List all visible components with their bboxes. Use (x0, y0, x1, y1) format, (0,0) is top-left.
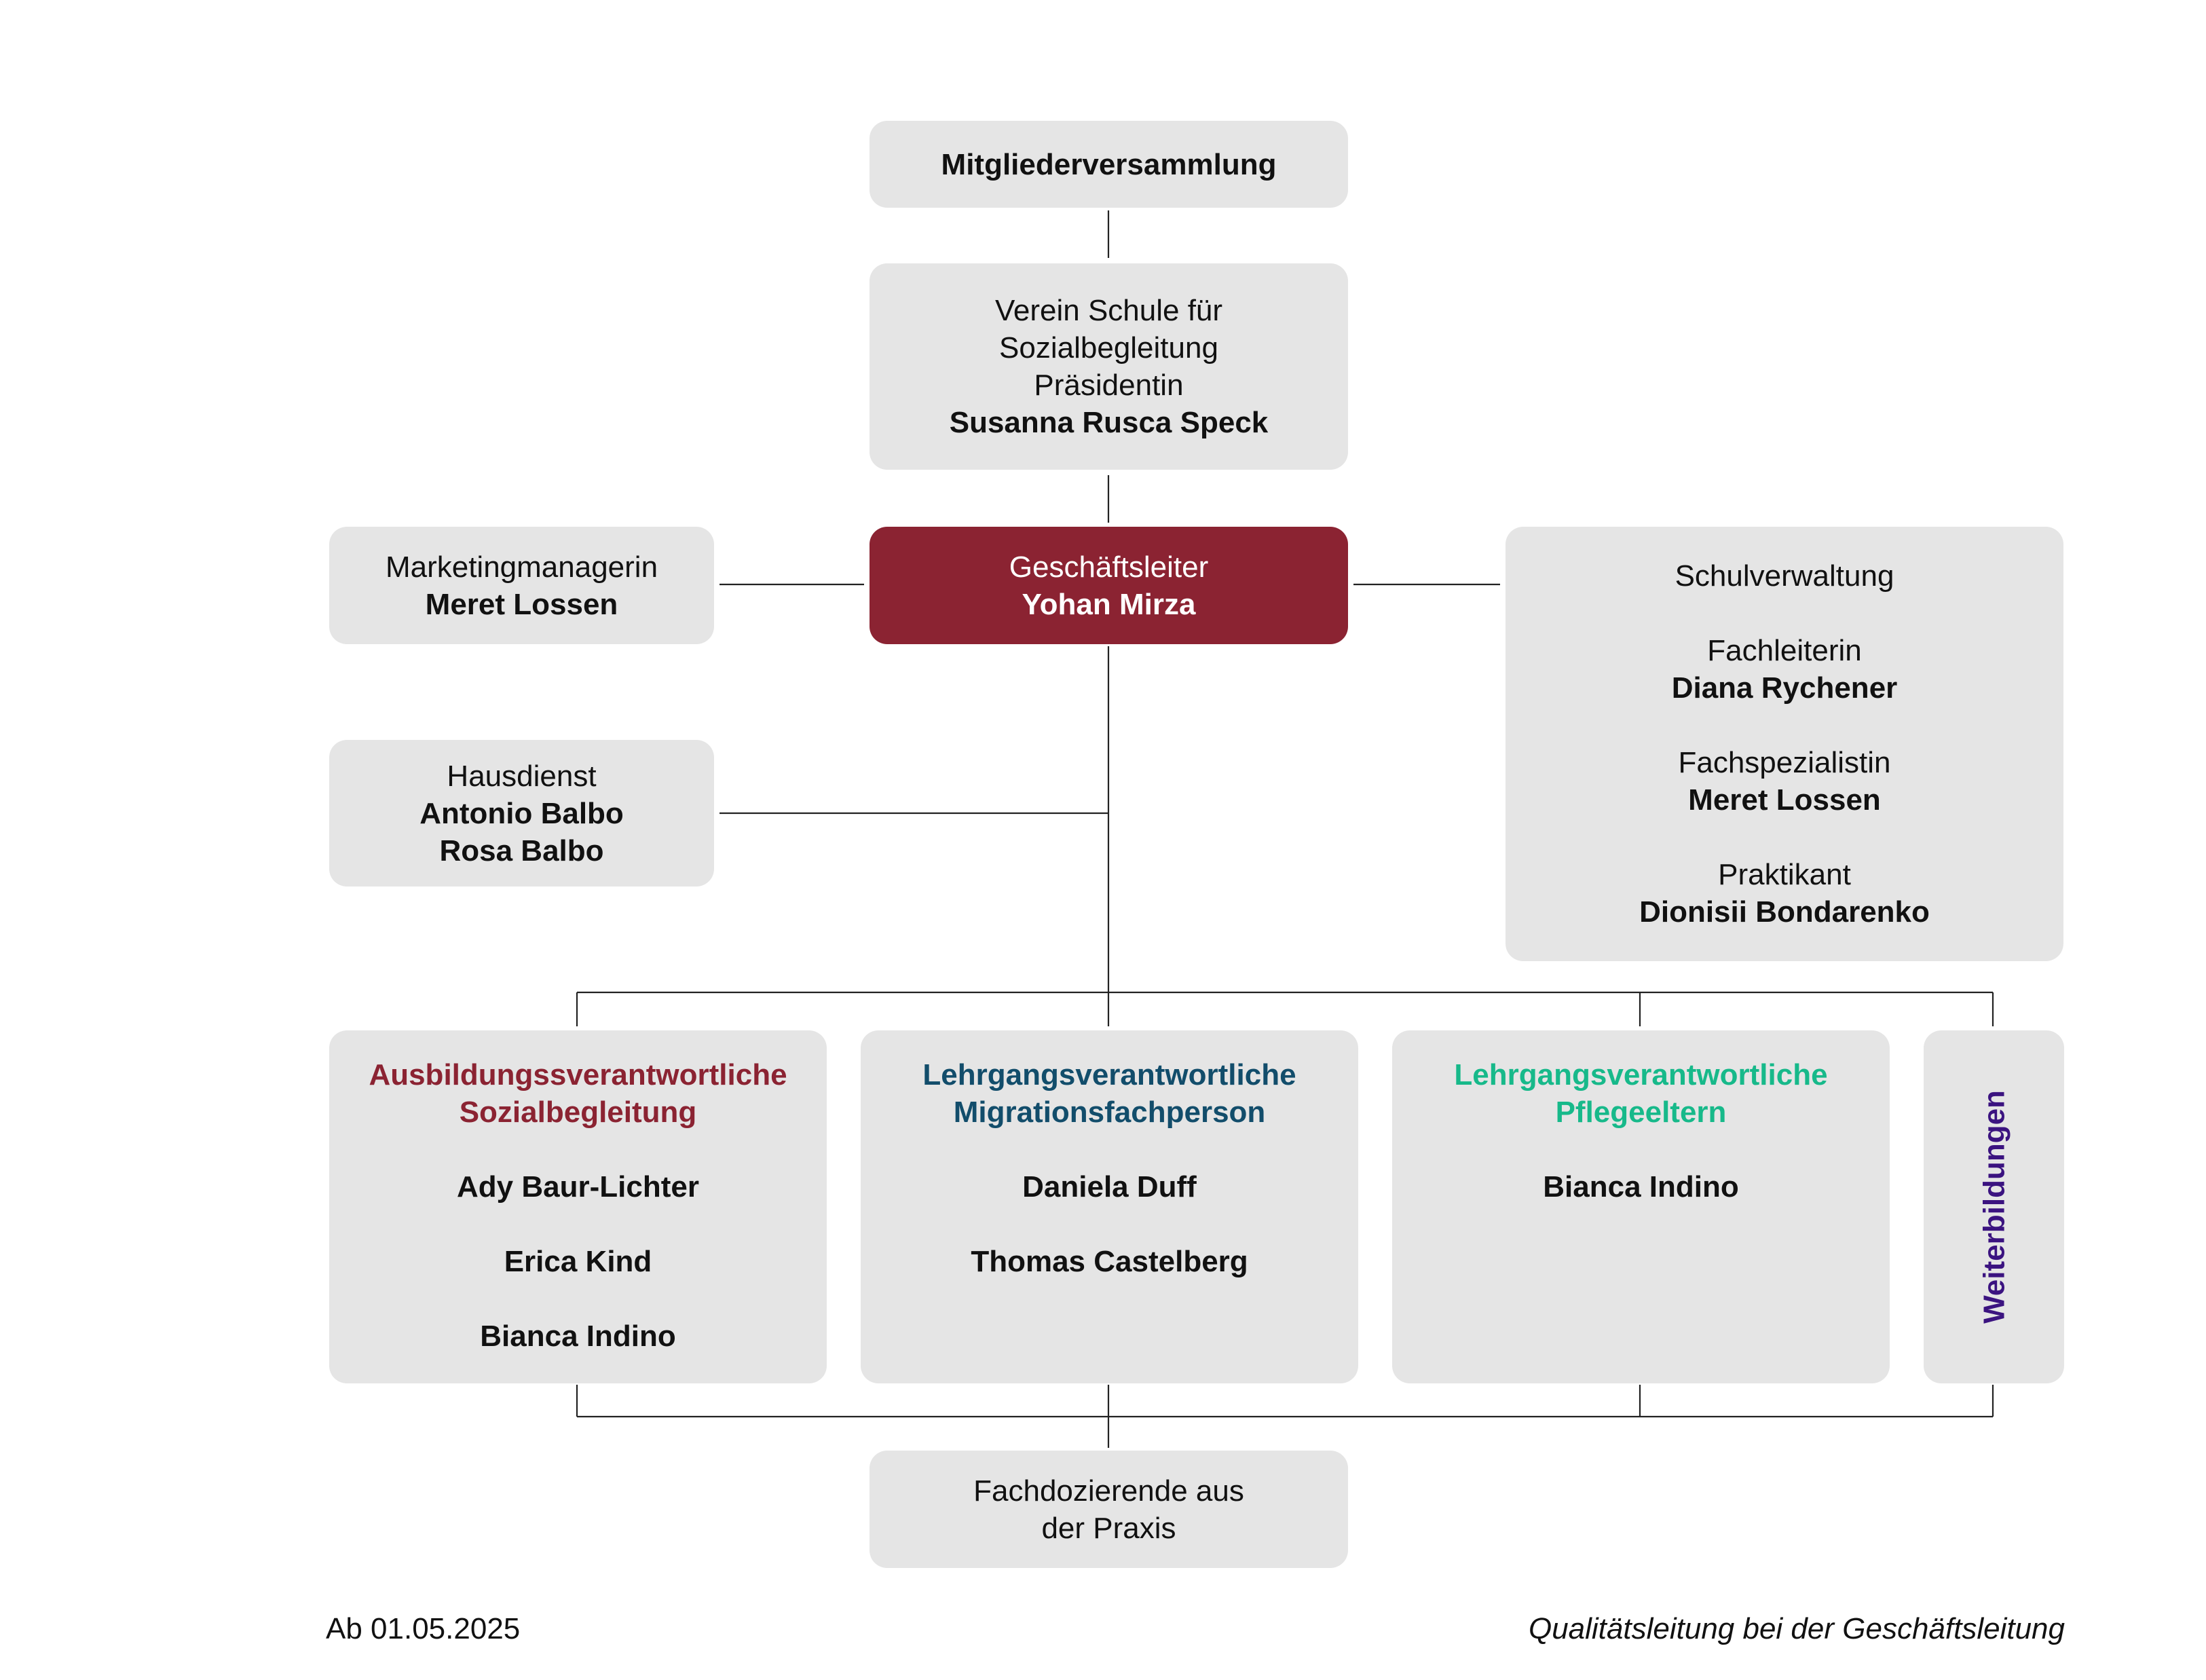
weiterbildungen-label: Weiterbildungen (1977, 1090, 2011, 1324)
department-title: Migrationsfachperson (953, 1096, 1266, 1129)
department-person: Daniela Duff (1022, 1170, 1197, 1203)
marketing-box: Marketingmanagerin Meret Lossen (329, 527, 714, 644)
schulverwaltung-name: Dionisii Bondarenko (1639, 895, 1930, 929)
schulverwaltung-name: Diana Rychener (1671, 671, 1898, 705)
schulverwaltung-role: Fachspezialistin (1678, 746, 1891, 779)
marketing-name: Meret Lossen (425, 587, 618, 621)
fachdozierende-line2: der Praxis (1041, 1511, 1176, 1545)
mitgliederversammlung-box: Mitgliederversammlung (870, 121, 1348, 208)
fachdozierende-line1: Fachdozierende aus (973, 1474, 1244, 1508)
department-person: Erica Kind (504, 1245, 652, 1278)
schulverwaltung-box: Schulverwaltung Fachleiterin Diana Ryche… (1506, 527, 2063, 961)
verein-name-line2: Sozialbegleitung (999, 331, 1218, 365)
fachdozierende-box: Fachdozierende aus der Praxis (870, 1451, 1348, 1568)
department-title: Lehrgangsverantwortliche (922, 1058, 1296, 1091)
weiterbildungen-box: Weiterbildungen (1924, 1030, 2064, 1383)
geschaeftsleiter-role: Geschäftsleiter (1009, 550, 1209, 584)
verein-box: Verein Schule für Sozialbegleitung Präsi… (870, 263, 1348, 470)
department-person: Ady Baur-Lichter (457, 1170, 699, 1203)
hausdienst-name: Antonio Balbo (419, 796, 624, 830)
hausdienst-box: Hausdienst Antonio Balbo Rosa Balbo (329, 740, 714, 886)
schulverwaltung-role: Praktikant (1718, 858, 1851, 891)
verein-president-name: Susanna Rusca Speck (949, 406, 1269, 439)
department-box-sozialbegleitung: Ausbildungssverantwortliche Sozialbeglei… (329, 1030, 827, 1383)
verein-role: Präsidentin (1034, 369, 1184, 402)
mitgliederversammlung-title: Mitgliederversammlung (941, 147, 1277, 181)
hausdienst-role: Hausdienst (447, 759, 597, 793)
verein-name-line1: Verein Schule für (994, 294, 1223, 327)
department-title: Pflegeeltern (1555, 1096, 1727, 1129)
department-person: Bianca Indino (480, 1320, 676, 1353)
geschaeftsleiter-name: Yohan Mirza (1022, 587, 1196, 621)
department-person: Thomas Castelberg (971, 1245, 1248, 1278)
schulverwaltung-title: Schulverwaltung (1675, 559, 1894, 593)
marketing-role: Marketingmanagerin (385, 550, 658, 584)
department-title: Lehrgangsverantwortliche (1454, 1058, 1828, 1091)
geschaeftsleiter-box: Geschäftsleiter Yohan Mirza (870, 527, 1348, 644)
schulverwaltung-role: Fachleiterin (1707, 634, 1862, 667)
footer-note: Qualitätsleitung bei der Geschäftsleitun… (1528, 1612, 2065, 1645)
department-title: Ausbildungssverantwortliche (369, 1058, 787, 1091)
department-person: Bianca Indino (1543, 1170, 1739, 1203)
hausdienst-name: Rosa Balbo (439, 834, 604, 867)
footer-date: Ab 01.05.2025 (326, 1612, 521, 1645)
department-box-pflegeeltern: Lehrgangsverantwortliche Pflegeeltern Bi… (1392, 1030, 1890, 1383)
department-title: Sozialbegleitung (459, 1096, 697, 1129)
department-box-migrationsfachperson: Lehrgangsverantwortliche Migrationsfachp… (861, 1030, 1358, 1383)
schulverwaltung-name: Meret Lossen (1688, 783, 1881, 817)
